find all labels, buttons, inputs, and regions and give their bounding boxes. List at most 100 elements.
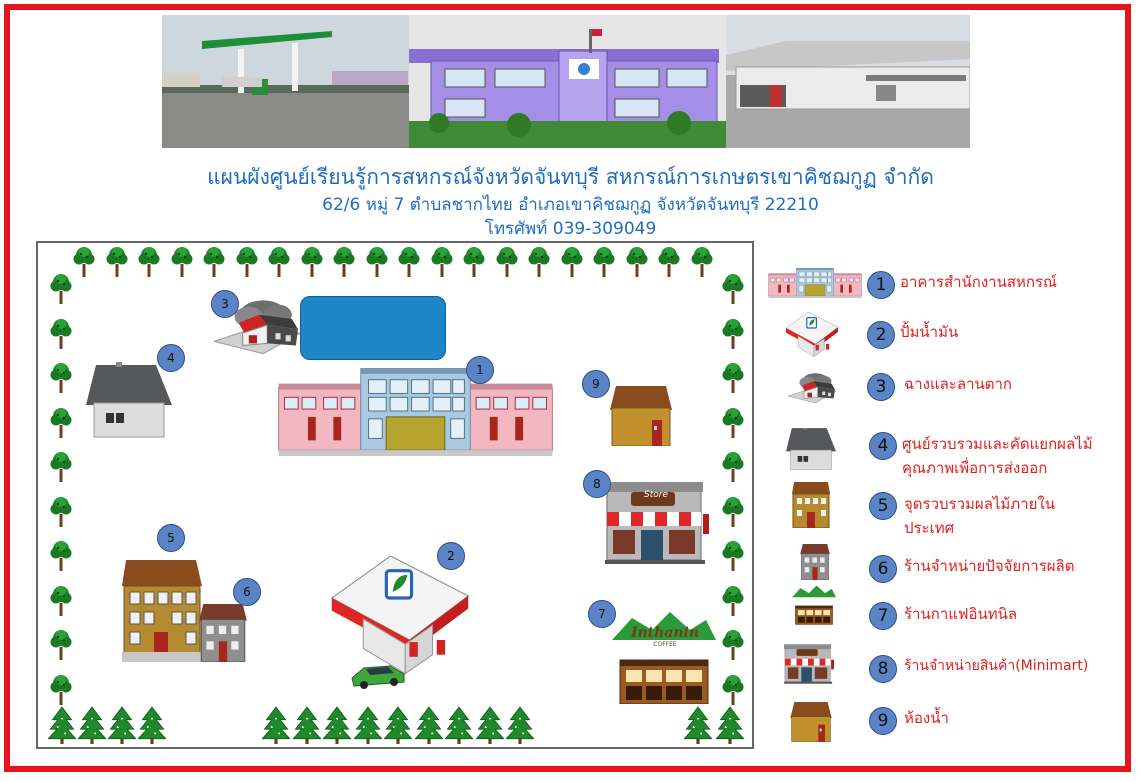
legend-label-9: ห้องน้ำ [904, 706, 1128, 730]
pine-tree-icon [476, 706, 504, 744]
pine-tree-icon [323, 706, 351, 744]
tree-icon [721, 317, 745, 349]
tree-icon [267, 245, 291, 277]
tree-icon [430, 245, 454, 277]
map-marker-4: 4 [157, 344, 185, 372]
tree-icon [721, 673, 745, 705]
map-title: แผนผังศูนย์เรียนรู้การสหกรณ์จังหวัดจันทบ… [0, 161, 1141, 194]
map-marker-1: 1 [466, 356, 494, 384]
tree-icon [202, 245, 226, 277]
pine-tree-icon [384, 706, 412, 744]
brown-building-icon [792, 482, 830, 528]
tree-icon [527, 245, 551, 277]
tree-icon [721, 406, 745, 438]
tree-icon [49, 584, 73, 616]
tree-icon [721, 584, 745, 616]
barn-icon [788, 368, 836, 406]
legend-badge-7: 7 [869, 602, 897, 630]
tree-icon [49, 406, 73, 438]
legend-label-4: ศูนย์รวบรวมและคัดแยกผลไม้คุณภาพเพื่อการส… [902, 432, 1107, 480]
tree-icon [105, 245, 129, 277]
tree-icon [560, 245, 584, 277]
legend-label-1: อาคารสำนักงานสหกรณ์ [900, 270, 1128, 294]
tree-icon [170, 245, 194, 277]
legend-label-5: จุดรวบรวมผลไม้ภายในประเทศ [904, 492, 1084, 540]
office-building-icon [766, 268, 864, 298]
pine-tree-icon [415, 706, 443, 744]
fruit-collection-building [122, 560, 202, 662]
tree-icon [49, 495, 73, 527]
tree-icon [365, 245, 389, 277]
tree-icon [49, 361, 73, 393]
phone: โทรศัพท์ 039-309049 [0, 215, 1141, 242]
pine-tree-icon [78, 706, 106, 744]
coffee-sign: Inthanin [618, 626, 712, 640]
office-building [278, 368, 553, 456]
pine-tree-icon [293, 706, 321, 744]
pine-tree-icon [354, 706, 382, 744]
pine-tree-icon [506, 706, 534, 744]
tree-icon [495, 245, 519, 277]
office-building-photo [409, 15, 726, 148]
map-marker-8: 8 [583, 470, 611, 498]
tree-icon [657, 245, 681, 277]
tree-icon [721, 495, 745, 527]
tree-icon [592, 245, 616, 277]
legend-badge-2: 2 [867, 321, 895, 349]
pine-tree-icon [716, 706, 744, 744]
tree-icon [72, 245, 96, 277]
gas-station-photo [162, 15, 409, 148]
tree-icon [49, 673, 73, 705]
legend-label-8: ร้านจำหน่ายสินค้า(Minimart) [904, 654, 1128, 678]
pine-tree-icon [445, 706, 473, 744]
minimart-icon [784, 644, 834, 684]
tree-icon [625, 245, 649, 277]
office-sign-board [300, 296, 446, 360]
address: 62/6 หมู่ 7 ตำบลชากไทย อำเภอเขาคิชฌกูฏ จ… [0, 191, 1141, 218]
tree-icon [49, 628, 73, 660]
coffee-shop-icon [792, 582, 836, 628]
legend-badge-6: 6 [869, 555, 897, 583]
tree-icon [235, 245, 259, 277]
tree-icon [721, 272, 745, 304]
store-sign: Store [636, 490, 676, 500]
legend-label-3: ฉางและลานตาก [904, 372, 1128, 396]
tree-icon [49, 272, 73, 304]
legend-badge-4: 4 [869, 432, 897, 460]
map-marker-9: 9 [582, 370, 610, 398]
tree-icon [721, 539, 745, 571]
legend-badge-9: 9 [869, 707, 897, 735]
map-marker-2: 2 [437, 542, 465, 570]
pine-tree-icon [48, 706, 76, 744]
small-shop-icon [800, 544, 830, 580]
legend-label-2: ปั้มน้ำมัน [900, 320, 1128, 344]
map-marker-3: 3 [211, 290, 239, 318]
tree-icon [721, 450, 745, 482]
tree-icon [690, 245, 714, 277]
restroom-icon [790, 702, 832, 742]
gray-house-icon [786, 428, 836, 470]
car-icon [350, 660, 406, 690]
legend-label-7: ร้านกาแฟอินทนิล [904, 602, 1128, 626]
tree-icon [49, 317, 73, 349]
legend-badge-5: 5 [869, 492, 897, 520]
tree-icon [137, 245, 161, 277]
fruit-sorting-center-building [86, 362, 172, 440]
map-marker-7: 7 [588, 600, 616, 628]
farm-supply-shop-building [198, 604, 248, 662]
legend-badge-8: 8 [869, 655, 897, 683]
tree-icon [49, 450, 73, 482]
tree-icon [721, 628, 745, 660]
pine-tree-icon [138, 706, 166, 744]
map-marker-6: 6 [233, 578, 261, 606]
tree-icon [462, 245, 486, 277]
tree-icon [397, 245, 421, 277]
pine-tree-icon [262, 706, 290, 744]
tree-icon [721, 361, 745, 393]
coffee-sign-sub: COFFEE [618, 641, 712, 648]
legend-badge-3: 3 [867, 373, 895, 401]
pine-tree-icon [108, 706, 136, 744]
pine-tree-icon [684, 706, 712, 744]
restroom-building [610, 386, 672, 446]
map-marker-5: 5 [157, 524, 185, 552]
